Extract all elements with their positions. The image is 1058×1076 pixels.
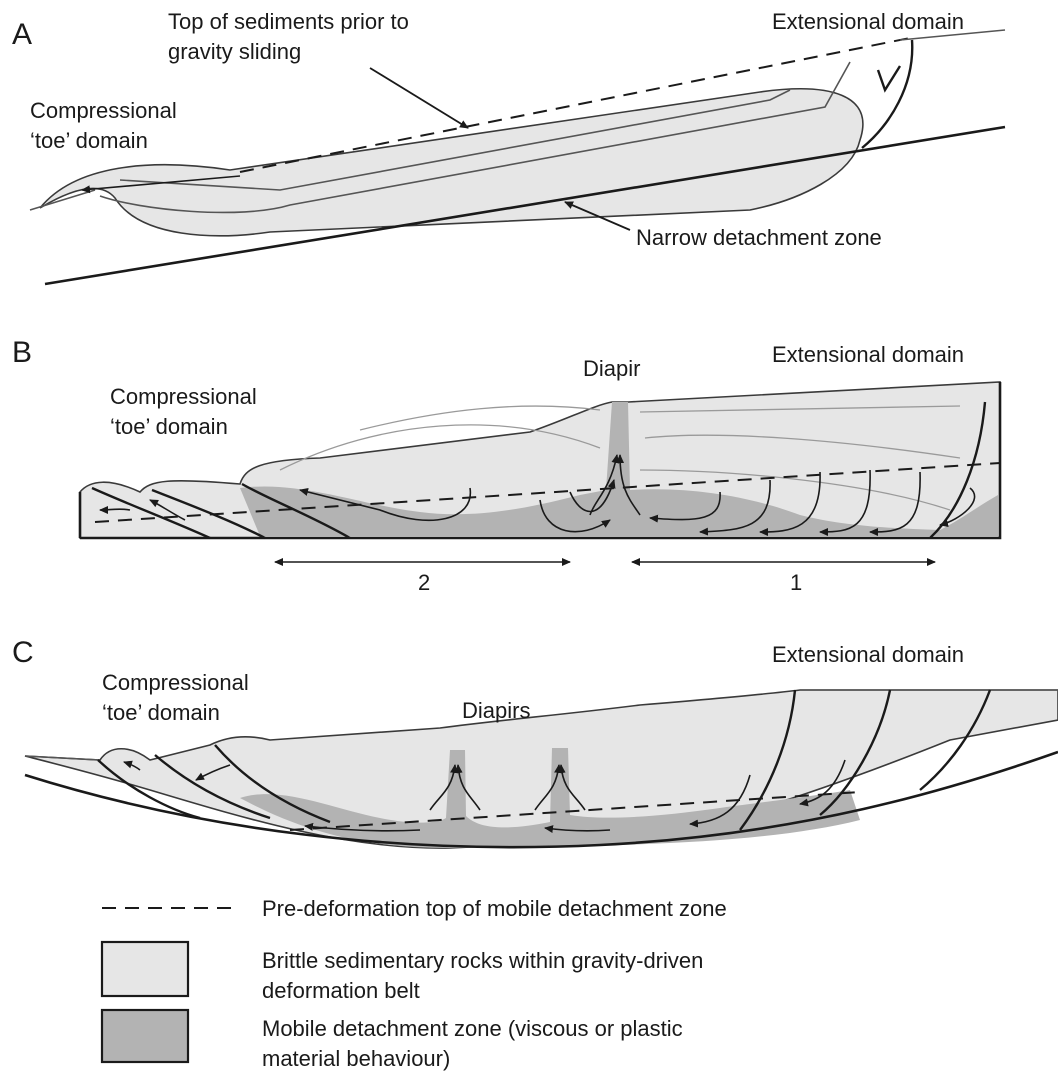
legend-brittle-swatch	[102, 942, 188, 996]
legend-mobile-swatch	[102, 1010, 188, 1062]
panel-a-compressional-label-line2: ‘toe’ domain	[30, 128, 148, 153]
panel-b-extensional-label: Extensional domain	[772, 342, 964, 367]
panel-c-compressional-label-line2: ‘toe’ domain	[102, 700, 220, 725]
panel-c-extensional-label: Extensional domain	[772, 642, 964, 667]
panel-b-letter: B	[12, 336, 32, 369]
panel-b-flow-arrow-1	[100, 509, 130, 510]
panel-a-listric-fault	[862, 40, 912, 148]
panel-a-letter: A	[12, 18, 32, 51]
panel-b-compressional-label-line1: Compressional	[110, 384, 257, 409]
panel-b: B 2	[12, 336, 1000, 595]
panel-a: A Top of sediments prior to gravity slid…	[12, 9, 1005, 284]
panel-c-diapirs-label: Diapirs	[462, 698, 530, 723]
legend-dashed-label: Pre-deformation top of mobile detachment…	[262, 896, 727, 921]
legend-mobile-label-line1: Mobile detachment zone (viscous or plast…	[262, 1016, 683, 1041]
panel-a-detachment-label: Narrow detachment zone	[636, 225, 882, 250]
panel-a-extensional-label: Extensional domain	[772, 9, 964, 34]
panel-b-zone-2-label: 2	[418, 570, 430, 595]
panel-b-diapir-label: Diapir	[583, 356, 640, 381]
legend: Pre-deformation top of mobile detachment…	[102, 896, 727, 1071]
panel-b-compressional-label-line2: ‘toe’ domain	[110, 414, 228, 439]
panel-c-letter: C	[12, 636, 34, 669]
panel-a-top-label-line1: Top of sediments prior to	[168, 9, 409, 34]
legend-mobile-label-line2: material behaviour)	[262, 1046, 450, 1071]
panel-a-fault-motion-icon	[878, 66, 900, 90]
legend-brittle-label-line2: deformation belt	[262, 978, 420, 1003]
panel-a-compressional-label-line1: Compressional	[30, 98, 177, 123]
panel-a-top-label-line2: gravity sliding	[168, 39, 301, 64]
legend-brittle-label-line1: Brittle sedimentary rocks within gravity…	[262, 948, 703, 973]
panel-a-top-pointer	[370, 68, 468, 128]
panel-c-compressional-label-line1: Compressional	[102, 670, 249, 695]
panel-c: C Diapirs Extensional domain Compression…	[12, 636, 1058, 848]
panel-b-zone-1-label: 1	[790, 570, 802, 595]
